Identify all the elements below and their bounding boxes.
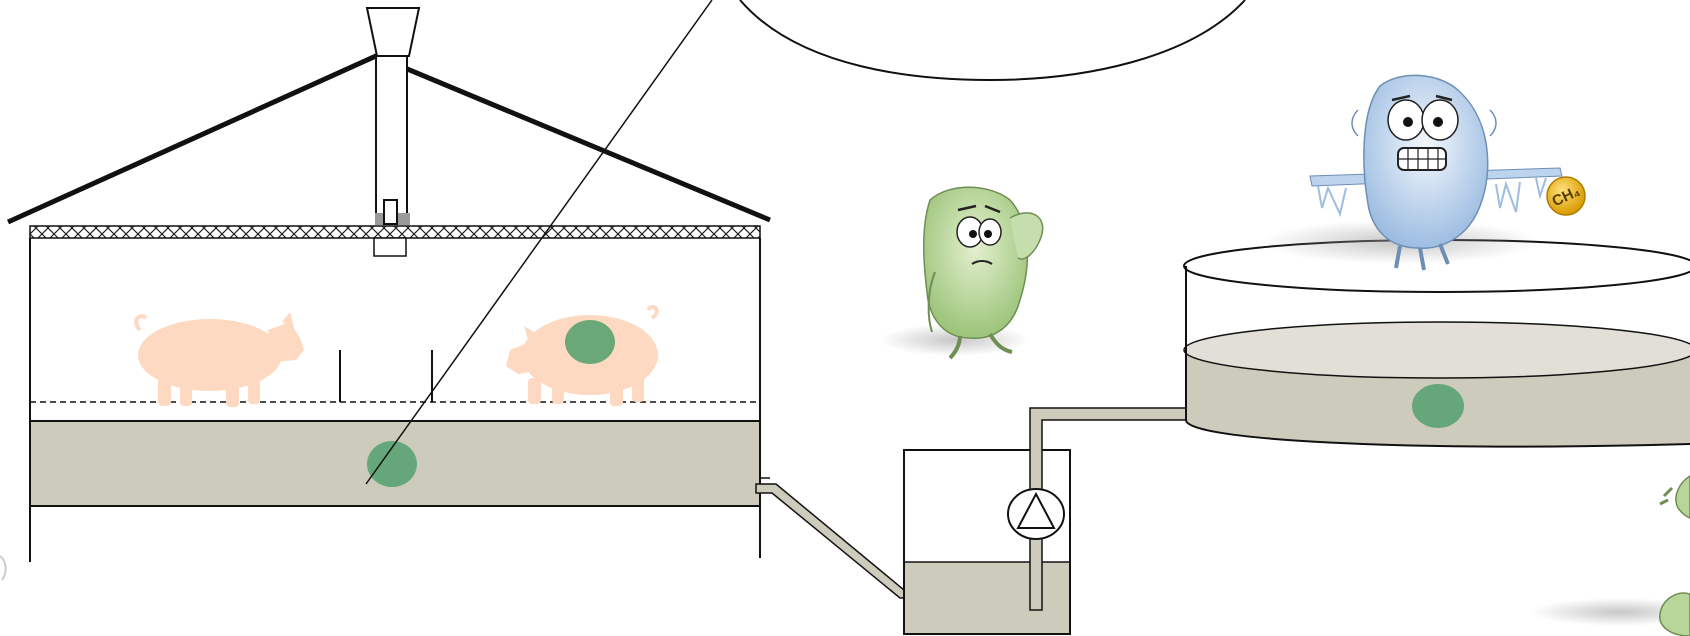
reception-tank — [903, 449, 1071, 635]
ceiling-insulation — [29, 225, 761, 239]
barn — [6, 7, 771, 562]
storage-tank — [1183, 239, 1690, 448]
methane-badge: CH₄ — [1546, 176, 1586, 216]
pig-icon — [506, 305, 659, 406]
partial-microbe-icon — [1659, 475, 1690, 519]
frozen-microbe-icon — [1260, 74, 1563, 271]
pump-icon — [1007, 488, 1065, 540]
edge-mark — [0, 555, 7, 581]
bacteria-spot-storage — [1412, 384, 1464, 428]
zoom-callout — [365, 0, 1246, 485]
bacteria-spot-pit — [367, 441, 417, 487]
transfer-pipe — [755, 477, 905, 599]
bacteria-spot-pig — [565, 320, 615, 364]
confused-microbe-icon — [880, 186, 1044, 360]
pig-icon — [134, 312, 304, 407]
ventilation-chimney — [365, 7, 421, 257]
partial-microbe-icon — [1530, 592, 1690, 636]
